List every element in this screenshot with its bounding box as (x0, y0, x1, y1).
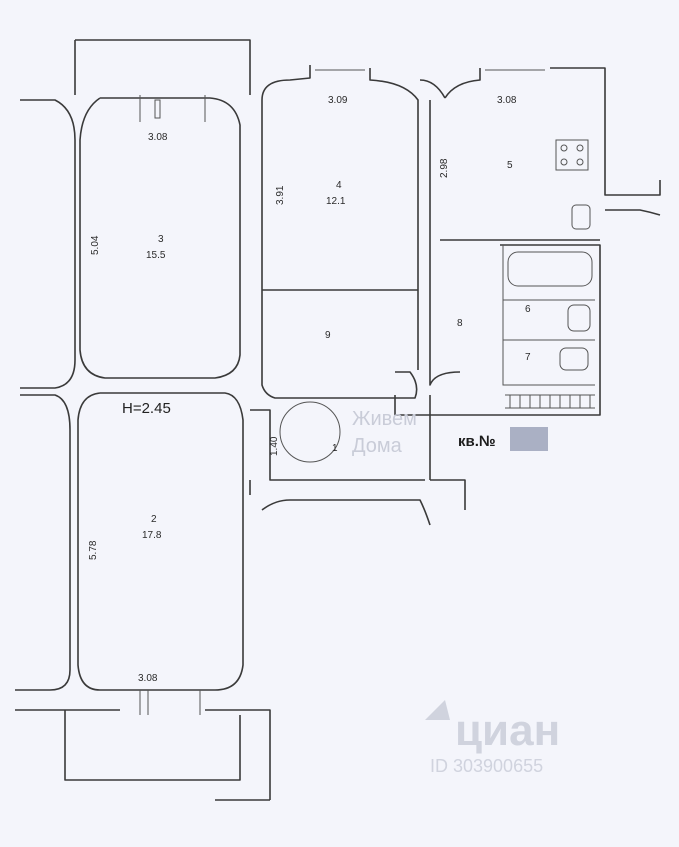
walls (15, 39, 661, 801)
room3-area: 15.5 (146, 250, 166, 261)
cian-logo-icon (425, 700, 450, 720)
window-markers (139, 69, 545, 715)
dim-room5-width: 3.08 (497, 95, 517, 106)
sink-icon (571, 204, 591, 230)
room7-number: 7 (525, 352, 531, 363)
bathtub-icon (507, 251, 593, 287)
dim-room2-height: 5.78 (88, 540, 99, 560)
room5-number: 5 (507, 160, 513, 171)
cian-logo-text: циан (455, 706, 560, 755)
agency-watermark: Живем Дома (279, 401, 417, 463)
agency-name-line1: Живем (352, 408, 417, 430)
room3-number: 3 (158, 234, 164, 245)
washbasin-icon (567, 304, 591, 332)
room4-area: 12.1 (326, 196, 346, 207)
room1-number: 1 (332, 443, 338, 454)
room9-number: 9 (325, 330, 331, 341)
ceiling-height: H=2.45 (122, 400, 171, 417)
dim-room4-width: 3.09 (328, 95, 348, 106)
room2-number: 2 (151, 514, 157, 525)
apartment-label: кв.№ (458, 433, 496, 450)
dim-room2-width: 3.08 (138, 673, 158, 684)
dim-room3-width: 3.08 (148, 132, 168, 143)
radiator-icon (505, 394, 595, 409)
listing-id: ID 303900655 (430, 756, 543, 776)
dim-room4-height: 3.91 (275, 185, 286, 205)
agency-name-line2: Дома (352, 435, 403, 457)
room2-area: 17.8 (142, 530, 162, 541)
room4-number: 4 (336, 180, 342, 191)
room8-number: 8 (457, 318, 463, 329)
stove-icon (555, 139, 589, 171)
toilet-icon (559, 347, 589, 371)
dim-room1-height: 1.40 (269, 436, 280, 456)
redaction-block (510, 427, 548, 451)
dim-room3-height: 5.04 (90, 235, 101, 255)
room6-number: 6 (525, 304, 531, 315)
dim-room5-height: 2.98 (439, 158, 450, 178)
cian-watermark: циан ID 303900655 (425, 700, 560, 776)
